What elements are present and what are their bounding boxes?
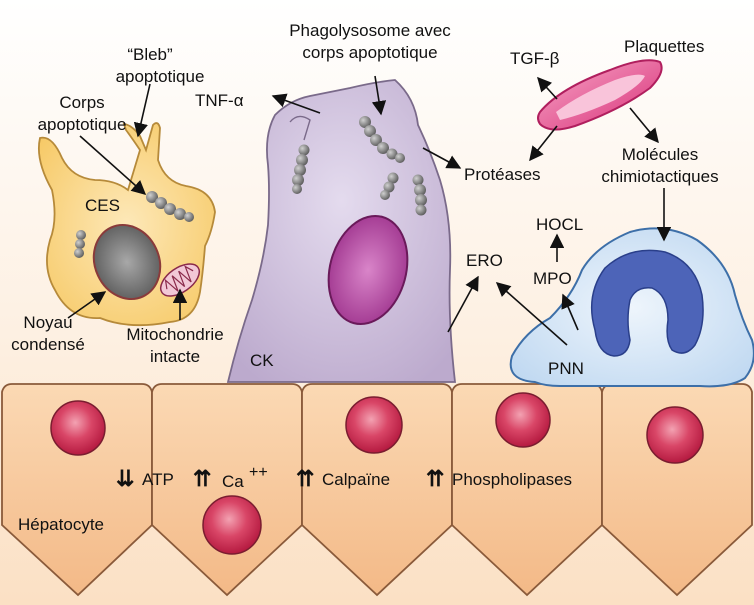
hepatocyte-layer xyxy=(1,383,753,597)
hepatocyte-nucleus xyxy=(495,392,551,448)
apoptotic-cell xyxy=(37,122,216,327)
hepatocyte-nucleus xyxy=(345,396,403,454)
label-ck: CK xyxy=(250,351,274,370)
arrow-mpo xyxy=(561,293,579,331)
hepatocyte-nucleus xyxy=(202,495,262,555)
kupffer-cell-fold xyxy=(289,115,311,141)
hepatocyte-nucleus xyxy=(646,406,704,464)
labels: “Bleb” apoptotique Corps apoptotique CES… xyxy=(11,21,718,534)
platelet-granules xyxy=(556,74,645,120)
arrow-ero-pnn xyxy=(495,282,568,346)
arrow-noyau xyxy=(67,291,107,319)
label-corps-1: Corps xyxy=(59,93,104,112)
label-hocl: HOCL xyxy=(536,215,583,234)
platelet xyxy=(537,59,663,131)
label-bleb-2: apoptotique xyxy=(116,67,205,86)
label-ca: Ca xyxy=(222,472,244,491)
label-hepatocyte: Hépatocyte xyxy=(18,515,104,534)
label-mito-2: intacte xyxy=(150,347,200,366)
change-phospholipases: ⇈ xyxy=(426,466,444,491)
arrow-molecules xyxy=(629,107,659,144)
label-mpo: MPO xyxy=(533,269,572,288)
label-molecules-2: chimiotactiques xyxy=(601,167,718,186)
label-plaquettes: Plaquettes xyxy=(624,37,704,56)
label-noyau-2: condensé xyxy=(11,335,85,354)
label-molecules-1: Molécules xyxy=(622,145,699,164)
arrow-corps xyxy=(79,135,147,195)
arrow-ero-ck xyxy=(447,275,479,333)
apoptotic-body xyxy=(359,116,405,163)
label-tgf: TGF-β xyxy=(510,49,560,68)
label-pnn: PNN xyxy=(548,359,584,378)
label-proteases: Protéases xyxy=(464,165,541,184)
arrow-tgf xyxy=(537,76,558,100)
label-corps-2: apoptotique xyxy=(38,115,127,134)
label-phospholipases: Phospholipases xyxy=(452,470,572,489)
apoptotic-body xyxy=(380,172,399,200)
label-ca-charge: ++ xyxy=(249,464,268,481)
arrow-phago xyxy=(371,75,387,116)
kupffer-nucleus xyxy=(327,214,409,326)
mitochondrion xyxy=(159,263,201,297)
label-ces: CES xyxy=(85,196,120,215)
label-phago-2: corps apoptotique xyxy=(302,43,437,62)
apoptotic-body xyxy=(74,230,86,258)
arrow-tnf xyxy=(271,93,321,114)
label-mito-1: Mitochondrie xyxy=(126,325,223,344)
neutrophil xyxy=(509,227,754,388)
condensed-nucleus xyxy=(92,224,162,300)
change-calpaine: ⇈ xyxy=(296,466,314,491)
apoptotic-body xyxy=(146,191,194,222)
arrow-bleb xyxy=(133,83,151,138)
apoptotic-body xyxy=(412,174,427,216)
label-atp: ATP xyxy=(142,470,174,489)
arrow-proteases-ck xyxy=(422,147,462,169)
arrow-proteases-plt xyxy=(529,125,558,162)
label-tnf: TNF-α xyxy=(195,91,244,110)
neutrophil-nucleus xyxy=(590,249,704,357)
arrows xyxy=(67,75,672,346)
hepatocyte-nucleus xyxy=(50,400,106,456)
kupffer-cell xyxy=(226,79,457,383)
apoptotic-body xyxy=(292,144,310,194)
label-noyau-1: Noyau xyxy=(23,313,72,332)
label-phago-1: Phagolysosome avec xyxy=(289,21,451,40)
label-calpaine: Calpaïne xyxy=(322,470,390,489)
change-atp: ⇊ xyxy=(116,466,134,491)
change-ca: ⇈ xyxy=(193,466,211,491)
label-ero: ERO xyxy=(466,251,503,270)
label-bleb-1: “Bleb” xyxy=(127,45,173,64)
